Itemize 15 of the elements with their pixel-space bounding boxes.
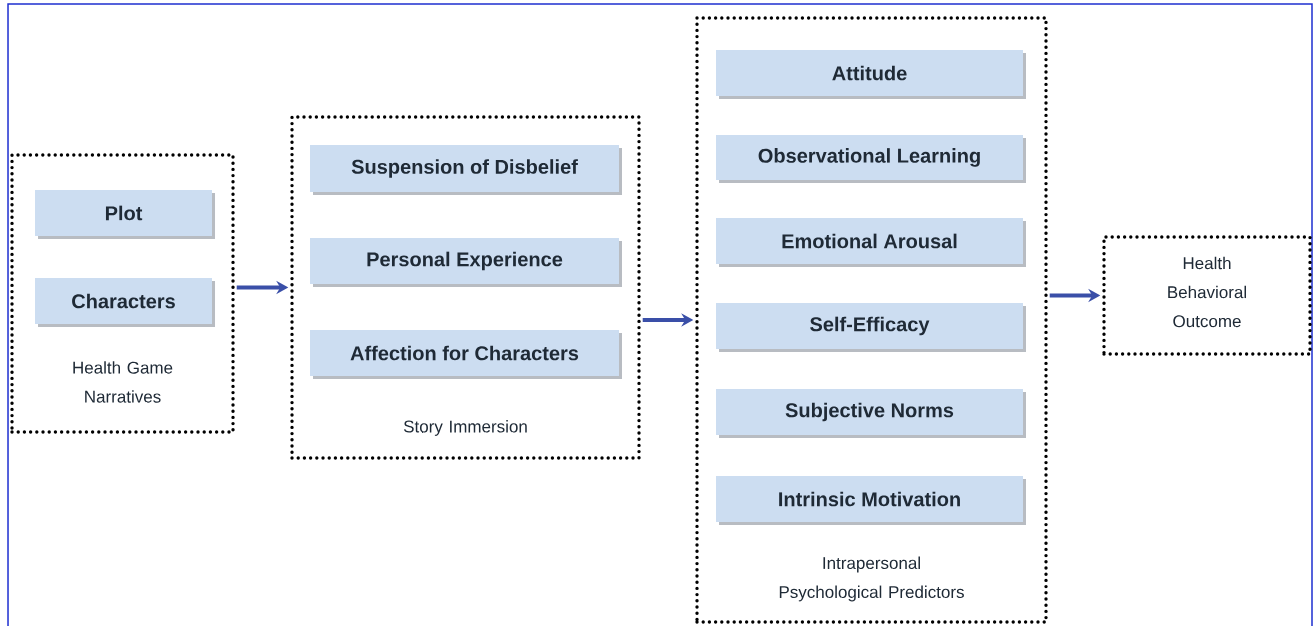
factor-box: Attitude [716,50,1026,99]
group-label: Health Game Narratives [73,361,173,403]
factor-box: Emotional Arousal [716,218,1026,267]
group-label: Story Immersion [403,420,527,436]
factor-box: Affection for Characters [310,330,622,379]
factor-box: Characters [35,278,215,327]
factor-box: Subjective Norms [716,389,1026,438]
factor-box: Personal Experience [310,238,622,287]
factor-box: Plot [35,190,215,239]
group-label: Intrapersonal Psychological Predictors [779,556,964,602]
factor-box: Observational Learning [716,135,1026,183]
group-label: Health Behavioral Outcome [1168,256,1246,328]
factor-box: Self-Efficacy [716,303,1026,352]
factor-box: Intrinsic Motivation [716,476,1026,525]
factor-box: Suspension of Disbelief [310,145,622,195]
